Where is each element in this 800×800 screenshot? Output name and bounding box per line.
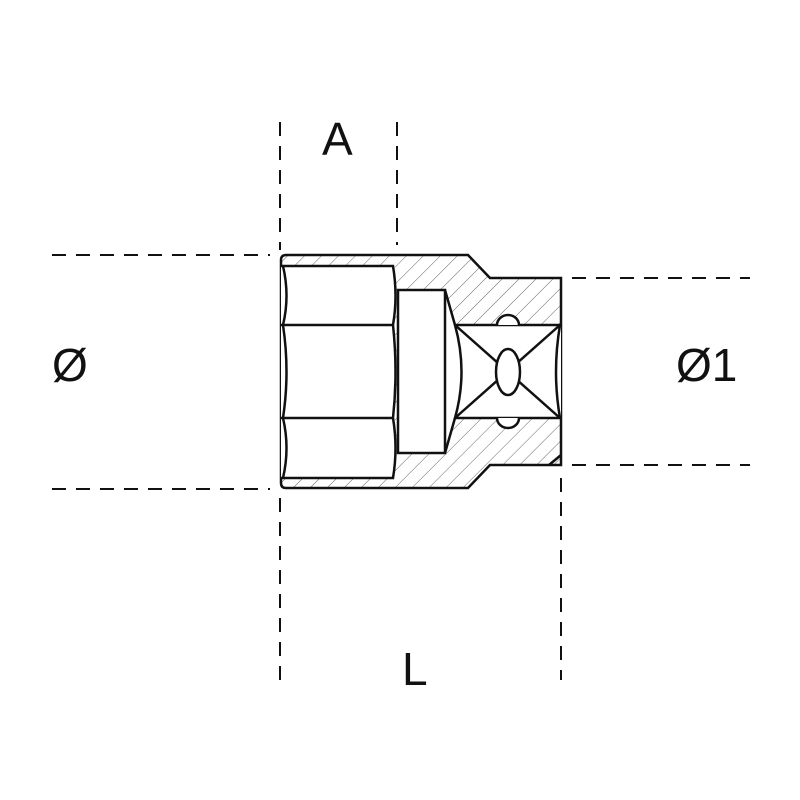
label-a: A — [322, 113, 353, 165]
socket-body — [279, 253, 563, 490]
groove — [396, 288, 447, 455]
ball-detent — [494, 347, 522, 397]
label-l: L — [402, 643, 428, 695]
label-diameter1: Ø1 — [676, 339, 738, 391]
label-diameter: Ø — [52, 339, 88, 391]
hex-cavity — [281, 264, 397, 480]
dimension-lines — [52, 122, 750, 680]
